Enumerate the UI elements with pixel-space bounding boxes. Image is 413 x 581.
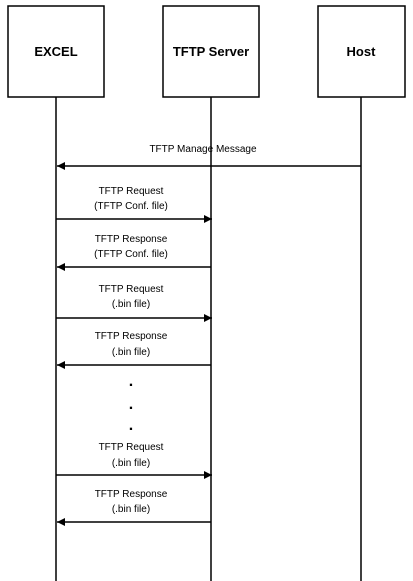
message-request-conf-label-2: (TFTP Conf. file): [94, 201, 168, 212]
participant-excel-label: EXCEL: [34, 44, 77, 59]
ellipsis: . . .: [129, 373, 133, 434]
message-response-conf-label-2: (TFTP Conf. file): [94, 249, 168, 260]
message-response-bin-1-label-1: TFTP Response: [95, 331, 168, 342]
message-request-bin-2: TFTP Request (.bin file): [56, 442, 212, 479]
participant-host: Host: [317, 5, 406, 98]
participant-tftp-server: TFTP Server: [162, 5, 260, 98]
message-response-bin-2: TFTP Response (.bin file): [57, 489, 211, 526]
message-request-bin-1-label-2: (.bin file): [112, 299, 150, 310]
message-request-bin-1: TFTP Request (.bin file): [56, 284, 212, 322]
message-response-bin-2-label-2: (.bin file): [112, 504, 150, 515]
ellipsis-dot: .: [129, 396, 133, 413]
message-manage-label: TFTP Manage Message: [149, 144, 257, 155]
message-response-bin-1: TFTP Response (.bin file): [57, 331, 211, 369]
message-response-conf-label-1: TFTP Response: [95, 234, 168, 245]
message-response-conf: TFTP Response (TFTP Conf. file): [57, 234, 211, 271]
message-request-bin-2-label-1: TFTP Request: [99, 442, 164, 453]
message-response-bin-2-label-1: TFTP Response: [95, 489, 168, 500]
ellipsis-dot: .: [129, 373, 133, 390]
message-request-bin-1-label-1: TFTP Request: [99, 284, 164, 295]
ellipsis-dot: .: [129, 417, 133, 434]
message-request-conf-label-1: TFTP Request: [99, 186, 164, 197]
participant-host-label: Host: [347, 44, 377, 59]
message-request-bin-2-label-2: (.bin file): [112, 458, 150, 469]
message-manage: TFTP Manage Message: [57, 144, 361, 170]
message-response-bin-1-label-2: (.bin file): [112, 347, 150, 358]
participant-excel: EXCEL: [7, 5, 105, 98]
message-request-conf: TFTP Request (TFTP Conf. file): [56, 186, 212, 223]
participant-tftp-server-label: TFTP Server: [173, 44, 249, 59]
